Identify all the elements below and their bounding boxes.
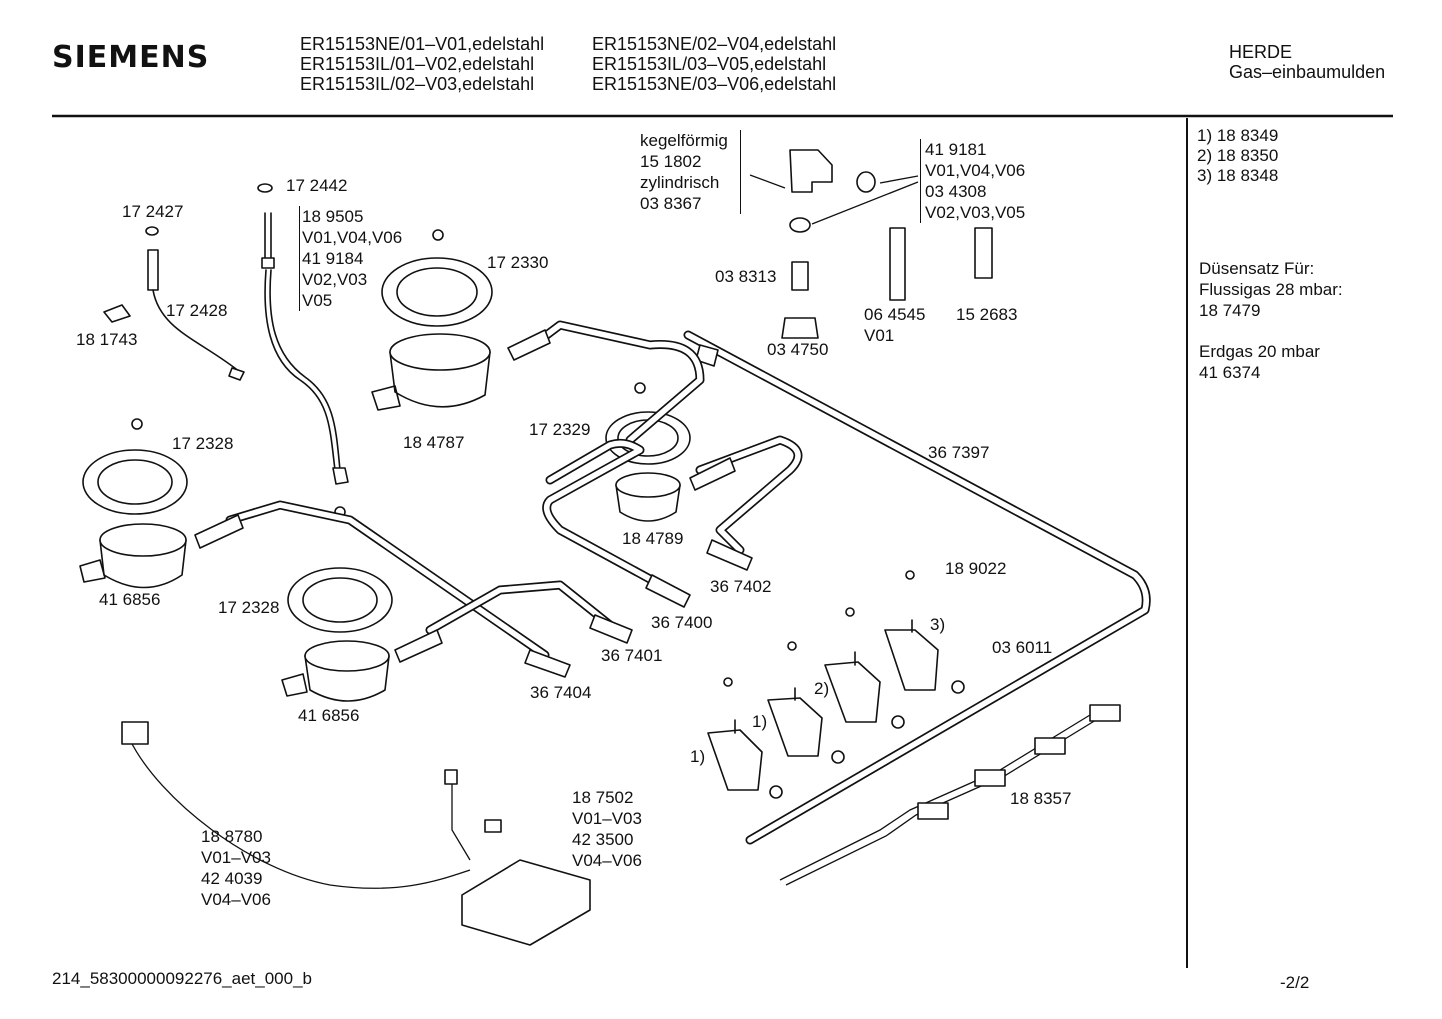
- part-label: 36 7404: [530, 683, 592, 702]
- gas-valves-drawing: [707, 570, 965, 799]
- part-label: 41 6856: [298, 706, 360, 725]
- part-label: 18 4787: [403, 433, 465, 452]
- category-title: HERDE: [1229, 42, 1293, 62]
- connector-type: zylindrisch: [640, 173, 720, 192]
- variant-range: V01,V04,V06: [925, 161, 1026, 180]
- part-label: 18 9022: [945, 559, 1007, 578]
- model-item: ER15153IL/01–V02,edelstahl: [300, 54, 535, 74]
- flame-sensor-drawing: [103, 226, 245, 381]
- category-block: HERDE Gas–einbaumulden: [1229, 42, 1385, 82]
- part-label: 03 6011: [992, 638, 1053, 657]
- valve-callout: 3): [930, 615, 946, 634]
- part-label: 17 2328: [218, 598, 280, 617]
- supply-pipes-drawing: [225, 320, 803, 660]
- ignition-module-label: 18 7502 V01–V03 42 3500 V04–V06: [572, 787, 642, 871]
- valve-reference-list: 1) 18 8349 2) 18 8350 3) 18 8348: [1197, 126, 1278, 186]
- part-label: 36 7402: [710, 577, 772, 596]
- model-item: ER15153NE/02–V04,edelstahl: [592, 34, 837, 54]
- part-label: 17 2442: [286, 176, 348, 195]
- part-label: 18 8357: [1010, 789, 1072, 808]
- model-list-col1: ER15153NE/01–V01,edelstahl ER15153IL/01–…: [300, 34, 544, 94]
- part-label: 15 2683: [956, 305, 1018, 324]
- spacer: [1199, 321, 1343, 341]
- lpg-part: 18 7479: [1199, 301, 1261, 320]
- variant-range: V01–V03: [201, 848, 271, 867]
- part-number: 03 4308: [925, 182, 987, 201]
- part-number: 42 4039: [201, 869, 263, 888]
- ng-label: Erdgas 20 mbar: [1199, 342, 1320, 361]
- variant-range: V02,V03: [302, 270, 368, 289]
- model-list-col2: ER15153NE/02–V04,edelstahl ER15153IL/03–…: [592, 34, 836, 94]
- variant-range: V04–V06: [201, 890, 271, 909]
- part-label: 17 2427: [122, 202, 184, 221]
- thermocouple-label: 18 9505 V01,V04,V06 41 9184 V02,V03 V05: [299, 206, 402, 311]
- part-number: 03 8367: [640, 194, 702, 213]
- part-number: 18 9505: [302, 207, 364, 226]
- valve-ref: 3) 18 8348: [1197, 166, 1279, 185]
- harness-label: 18 8780 V01–V03 42 4039 V04–V06: [201, 826, 271, 910]
- part-label: 18 4789: [622, 529, 684, 548]
- gas-connector-drawing: [749, 149, 993, 339]
- part-number: 06 4545: [864, 305, 926, 324]
- burner-41-6856-center-drawing: [281, 506, 393, 702]
- valve-ref: 2) 18 8350: [1197, 146, 1279, 165]
- brand-logo: SIEMENS: [52, 40, 210, 75]
- document-id: 214_58300000092276_aet_000_b: [52, 969, 312, 988]
- part-label: 17 2330: [487, 253, 549, 272]
- connector-type: kegelförmig: [640, 131, 728, 150]
- part-label: 06 4545 V01: [864, 304, 925, 346]
- model-item: ER15153NE/01–V01,edelstahl: [300, 34, 545, 54]
- part-label: 36 7397: [928, 443, 990, 462]
- page-number: -2/2: [1280, 973, 1310, 992]
- part-label: 41 6856: [99, 590, 161, 609]
- part-number: 15 1802: [640, 152, 702, 171]
- ng-part: 41 6374: [1199, 363, 1261, 382]
- variant-range: V01: [864, 326, 895, 345]
- valve-ref: 1) 18 8349: [1197, 126, 1279, 145]
- valve-callout: 1): [752, 712, 768, 731]
- model-item: ER15153IL/03–V05,edelstahl: [592, 54, 827, 74]
- part-label: 17 2428: [166, 301, 228, 320]
- thermocouple-drawing: [257, 183, 349, 485]
- part-number: 42 3500: [572, 830, 634, 849]
- model-item: ER15153IL/02–V03,edelstahl: [300, 74, 535, 94]
- part-label: 17 2329: [529, 420, 591, 439]
- category-subtitle: Gas–einbaumulden: [1229, 62, 1386, 82]
- variant-range: V04–V06: [572, 851, 642, 870]
- fittings-drawing: [194, 329, 753, 678]
- part-label: 03 8313: [715, 267, 777, 286]
- part-number: 18 7502: [572, 788, 634, 807]
- variant-range: V05: [302, 291, 333, 310]
- part-number: 41 9181: [925, 140, 987, 159]
- variant-range: V01–V03: [572, 809, 642, 828]
- variant-range: V01,V04,V06: [302, 228, 403, 247]
- ignition-module-drawing: [121, 721, 591, 946]
- part-number: 18 8780: [201, 827, 263, 846]
- burner-18-4789-drawing: [605, 382, 691, 522]
- valve-callout: 2): [814, 679, 830, 698]
- model-item: ER15153NE/03–V06,edelstahl: [592, 74, 837, 94]
- seal-label: 41 9181 V01,V04,V06 03 4308 V02,V03,V05: [920, 139, 1025, 223]
- connector-label: kegelförmig 15 1802 zylindrisch 03 8367: [640, 130, 741, 214]
- part-label: 18 1743: [76, 330, 138, 349]
- valve-callout: 1): [690, 747, 706, 766]
- ignition-switch-harness-drawing: [779, 704, 1121, 886]
- variant-range: V02,V03,V05: [925, 203, 1026, 222]
- burner-41-6856-left-drawing: [79, 418, 188, 589]
- nozzle-title: Düsensatz Für:: [1199, 259, 1315, 278]
- burner-18-4787-drawing: [371, 229, 493, 411]
- part-label: 36 7401: [601, 646, 663, 665]
- part-label: 36 7400: [651, 613, 713, 632]
- part-label: 03 4750: [767, 340, 829, 359]
- part-number: 41 9184: [302, 249, 364, 268]
- lpg-label: Flussigas 28 mbar:: [1199, 280, 1343, 299]
- nozzle-set-info: Düsensatz Für: Flussigas 28 mbar: 18 747…: [1199, 258, 1343, 383]
- part-label: 17 2328: [172, 434, 234, 453]
